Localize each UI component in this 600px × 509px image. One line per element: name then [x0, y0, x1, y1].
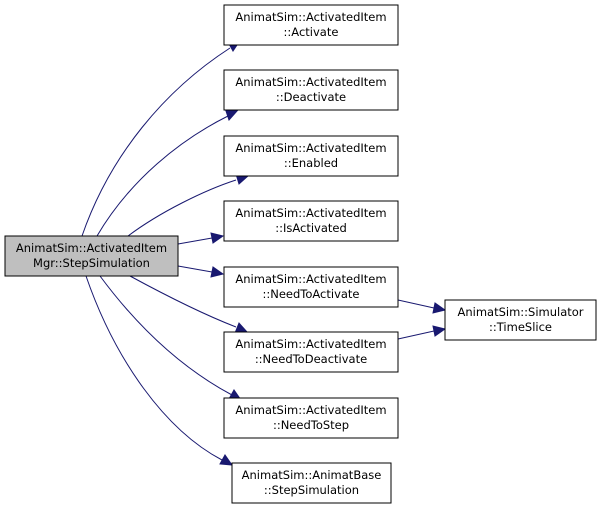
edge-needtoactivate-to-timeslice — [397, 299, 435, 309]
edge-to-activate — [81, 47, 231, 237]
node-label-line1: AnimatSim::Simulator — [457, 305, 583, 319]
node-label-line2: ::NeedToDeactivate — [255, 352, 367, 366]
node-label-line1: AnimatSim::ActivatedItem — [235, 272, 386, 286]
node-label-line1: AnimatSim::AnimatBase — [242, 468, 382, 482]
node-box — [223, 4, 399, 46]
node-box — [4, 235, 179, 277]
edge-to-needtoactivate — [177, 265, 213, 273]
node-label-line2: ::IsActivated — [275, 221, 347, 235]
arrowhead-animatbase-stepsimulation — [219, 454, 234, 466]
node-label-line1: AnimatSim::ActivatedItem — [16, 241, 167, 255]
node-needtoactivate[interactable]: AnimatSim::ActivatedItem ::NeedToActivat… — [223, 266, 399, 308]
node-label-line1: AnimatSim::ActivatedItem — [235, 403, 386, 417]
node-simulator-timeslice[interactable]: AnimatSim::Simulator ::TimeSlice — [444, 299, 597, 341]
node-box — [231, 462, 392, 504]
node-label-line1: AnimatSim::ActivatedItem — [235, 206, 386, 220]
node-deactivate[interactable]: AnimatSim::ActivatedItem ::Deactivate — [223, 69, 399, 111]
node-box — [444, 299, 597, 341]
node-label-line1: AnimatSim::ActivatedItem — [235, 10, 386, 24]
edge-to-animatbase-stepsimulation — [85, 275, 223, 461]
node-label-line2: Mgr::StepSimulation — [33, 256, 150, 270]
node-animatbase-stepsimulation[interactable]: AnimatSim::AnimatBase ::StepSimulation — [231, 462, 392, 504]
node-label-line2: ::TimeSlice — [489, 320, 552, 334]
node-box — [223, 266, 399, 308]
node-enabled[interactable]: AnimatSim::ActivatedItem ::Enabled — [223, 135, 399, 177]
edge-to-needtodeactivate — [129, 275, 237, 328]
node-activate[interactable]: AnimatSim::ActivatedItem ::Activate — [223, 4, 399, 46]
node-label-line2: ::Activate — [284, 25, 339, 39]
node-box — [223, 331, 399, 373]
node-box — [223, 135, 399, 177]
edges — [81, 41, 447, 466]
node-label-line1: AnimatSim::ActivatedItem — [235, 337, 386, 351]
node-needtostep[interactable]: AnimatSim::ActivatedItem ::NeedToStep — [223, 397, 399, 439]
node-box — [223, 200, 399, 242]
node-label-line2: ::Enabled — [284, 156, 338, 170]
edge-to-enabled — [127, 179, 237, 237]
node-label-line2: ::StepSimulation — [264, 483, 359, 497]
node-label-line1: AnimatSim::ActivatedItem — [235, 75, 386, 89]
node-box — [223, 69, 399, 111]
node-isactivated[interactable]: AnimatSim::ActivatedItem ::IsActivated — [223, 200, 399, 242]
node-box — [223, 397, 399, 439]
arrowhead-needtodeactivate-timeslice — [432, 325, 447, 337]
edge-to-needtostep — [99, 275, 233, 396]
arrowhead-isactivated — [210, 232, 225, 244]
arrowhead-needtoactivate-timeslice — [432, 302, 447, 314]
node-label-line1: AnimatSim::ActivatedItem — [235, 141, 386, 155]
edge-to-deactivate — [96, 115, 229, 237]
node-root-stepsimulation[interactable]: AnimatSim::ActivatedItem Mgr::StepSimula… — [4, 235, 179, 277]
edge-to-isactivated — [177, 237, 213, 245]
node-label-line2: ::Deactivate — [276, 90, 346, 104]
node-label-line2: ::NeedToActivate — [262, 287, 359, 301]
arrowhead-needtoactivate — [210, 266, 225, 278]
arrowhead-deactivate — [225, 110, 239, 121]
node-needtodeactivate[interactable]: AnimatSim::ActivatedItem ::NeedToDeactiv… — [223, 331, 399, 373]
edge-needtodeactivate-to-timeslice — [397, 330, 435, 340]
node-label-line2: ::NeedToStep — [273, 418, 349, 432]
